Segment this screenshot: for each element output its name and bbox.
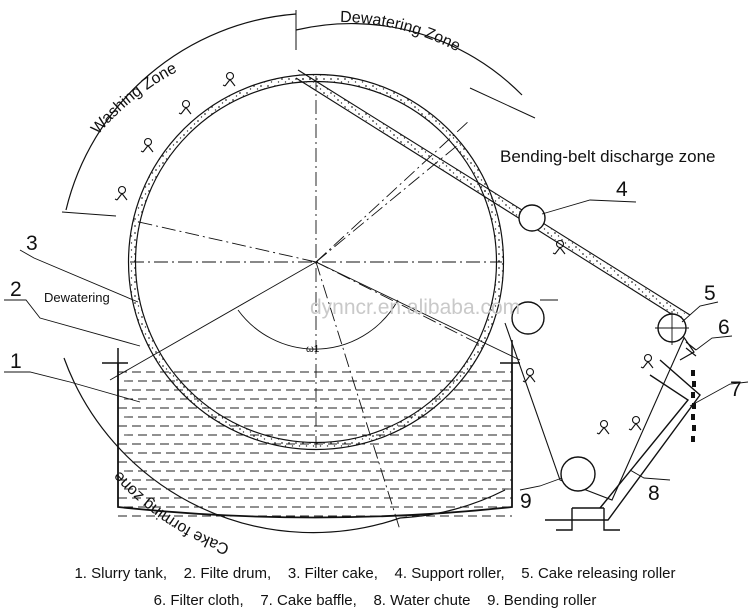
spray-nozzle-icon <box>640 353 654 369</box>
outer-zone-arc <box>65 13 297 211</box>
cake-fragment <box>691 392 695 398</box>
cake-fragment <box>691 436 695 442</box>
spray-nozzle-icon <box>140 137 154 153</box>
outer-zone-arc-right <box>295 23 523 96</box>
bending-belt-zone-label: Bending-belt discharge zone <box>500 147 715 166</box>
cake-fragment <box>692 381 696 387</box>
callout-1: 1 <box>10 350 22 373</box>
callout-9: 9 <box>520 490 532 513</box>
rotation-arc <box>237 299 399 350</box>
zone-divider-left <box>61 211 117 217</box>
spray-nozzle-icon <box>222 71 236 87</box>
cake-fragment <box>692 403 696 409</box>
callout-4: 4 <box>616 178 628 201</box>
radial-line-tank-right <box>315 261 521 361</box>
radial-line-bending <box>315 119 471 263</box>
water-chute <box>545 359 701 521</box>
zone-divider-right <box>469 87 536 119</box>
spray-nozzle-icon <box>114 185 128 201</box>
callout-7: 7 <box>730 378 742 401</box>
spray-nozzle-icon <box>178 99 192 115</box>
cake-fragment <box>692 425 696 431</box>
rotation-mark: ω1 <box>306 344 320 355</box>
bending-roller <box>560 456 596 492</box>
washing-zone-label: Washing Zone <box>88 60 179 138</box>
callout-8: 8 <box>648 482 660 505</box>
cake-fragment <box>691 370 695 376</box>
spray-nozzle-icon <box>628 415 642 431</box>
radial-line-lower <box>315 261 401 531</box>
cake-fragment <box>691 414 695 420</box>
dewatering-zone-label: Dewatering Zone <box>340 9 463 55</box>
radial-line-tank-left <box>109 261 317 381</box>
leader-lines <box>4 199 749 491</box>
callout-2: 2 <box>10 278 22 301</box>
guide-roller <box>511 301 545 335</box>
legend-line-1: 1. Slurry tank, 2. Filte drum, 3. Filter… <box>74 565 676 582</box>
cake-releasing-roller <box>655 311 689 345</box>
filter-cloth <box>295 69 691 501</box>
wash-spray-nozzles <box>114 71 654 435</box>
support-roller <box>518 204 546 232</box>
callout-5: 5 <box>704 282 716 305</box>
base-support <box>556 507 620 531</box>
spray-nozzle-icon <box>596 419 610 435</box>
cake-baffle <box>679 335 697 361</box>
watermark: dynncr.en.alibaba.com <box>310 296 520 319</box>
legend-line-2: 6. Filter cloth, 7. Cake baffle, 8. Wate… <box>153 592 597 609</box>
falling-cake <box>691 370 696 442</box>
outer-lower-arc-right <box>399 489 506 519</box>
callout-6: 6 <box>718 316 730 339</box>
dewatering-label: Dewatering <box>44 290 110 305</box>
callout-3: 3 <box>26 232 38 255</box>
